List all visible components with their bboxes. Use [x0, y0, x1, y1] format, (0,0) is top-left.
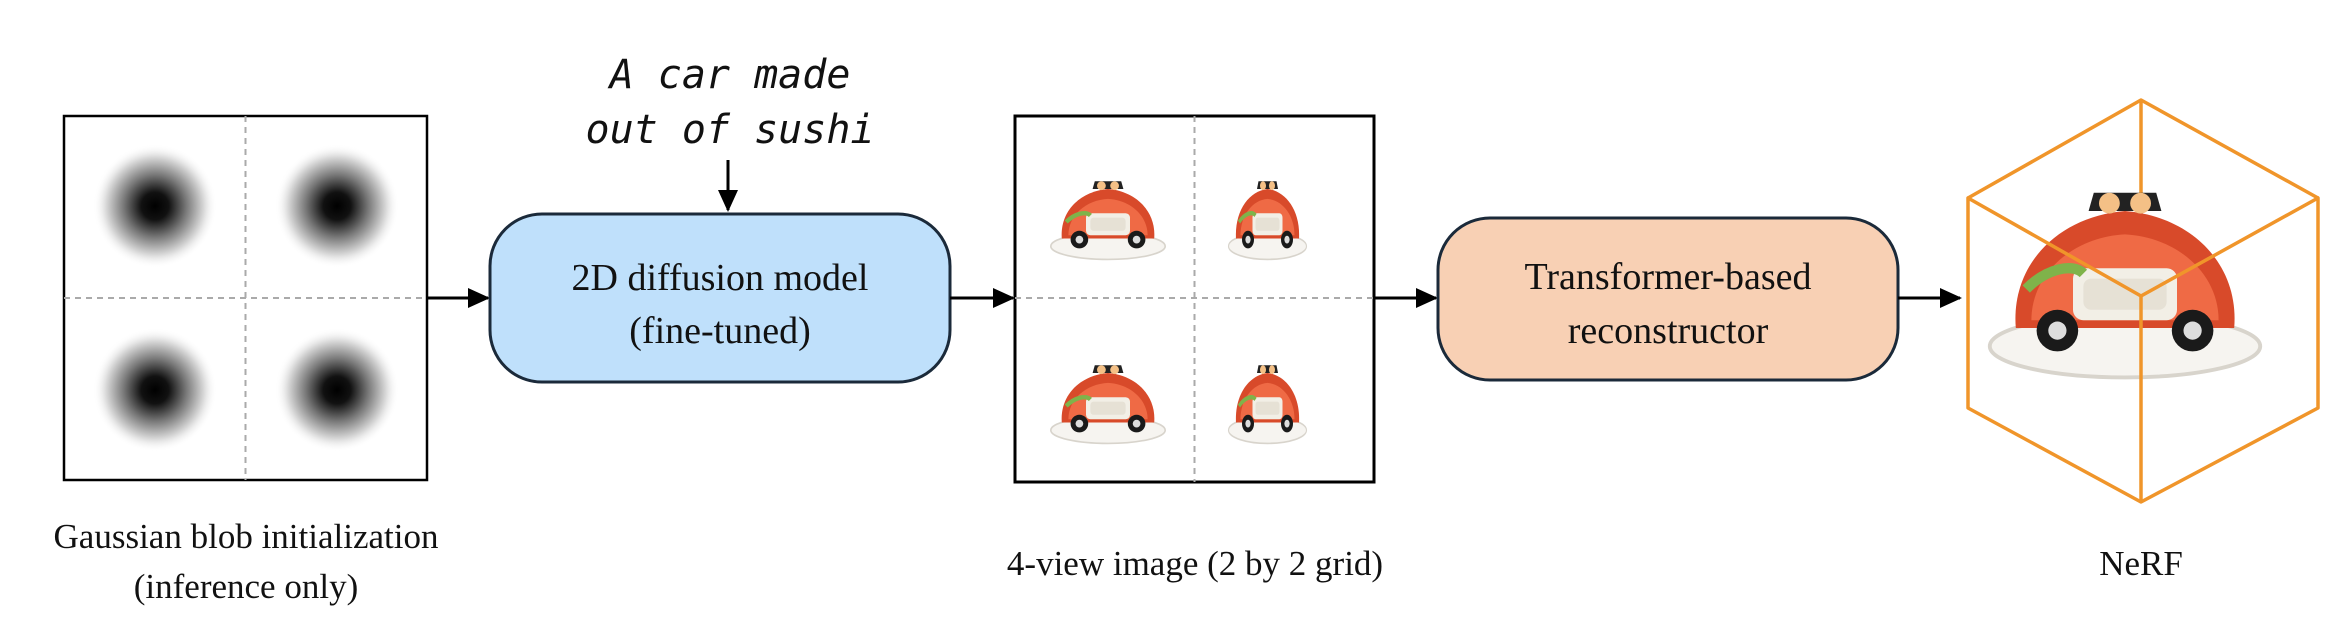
nerf-cube [1966, 98, 2320, 504]
prompt-line2: out of sushi [586, 107, 875, 153]
gaussian-blob [275, 328, 399, 452]
nerf-caption: NeRF [2099, 544, 2183, 583]
diffusion-label-line1: 2D diffusion model [572, 257, 869, 299]
reconstructor-box: Transformer-based reconstructor [1436, 216, 1900, 382]
diffusion-label-line2: (fine-tuned) [629, 310, 810, 352]
gaussian-blob [275, 144, 399, 268]
blob-caption-line2: (inference only) [134, 567, 358, 606]
multiview-caption: 4-view image (2 by 2 grid) [1007, 544, 1383, 583]
gaussian-blob [93, 144, 217, 268]
gaussian-blob-grid [62, 114, 429, 482]
reconstructor-label-line2: reconstructor [1568, 310, 1769, 352]
gaussian-blob [93, 328, 217, 452]
four-view-image-grid [1013, 114, 1376, 484]
reconstructor-label-line1: Transformer-based [1525, 256, 1812, 298]
prompt-line1: A car made [607, 52, 851, 98]
blob-caption-line1: Gaussian blob initialization [54, 517, 439, 556]
diffusion-model-box: 2D diffusion model (fine-tuned) [488, 212, 952, 384]
